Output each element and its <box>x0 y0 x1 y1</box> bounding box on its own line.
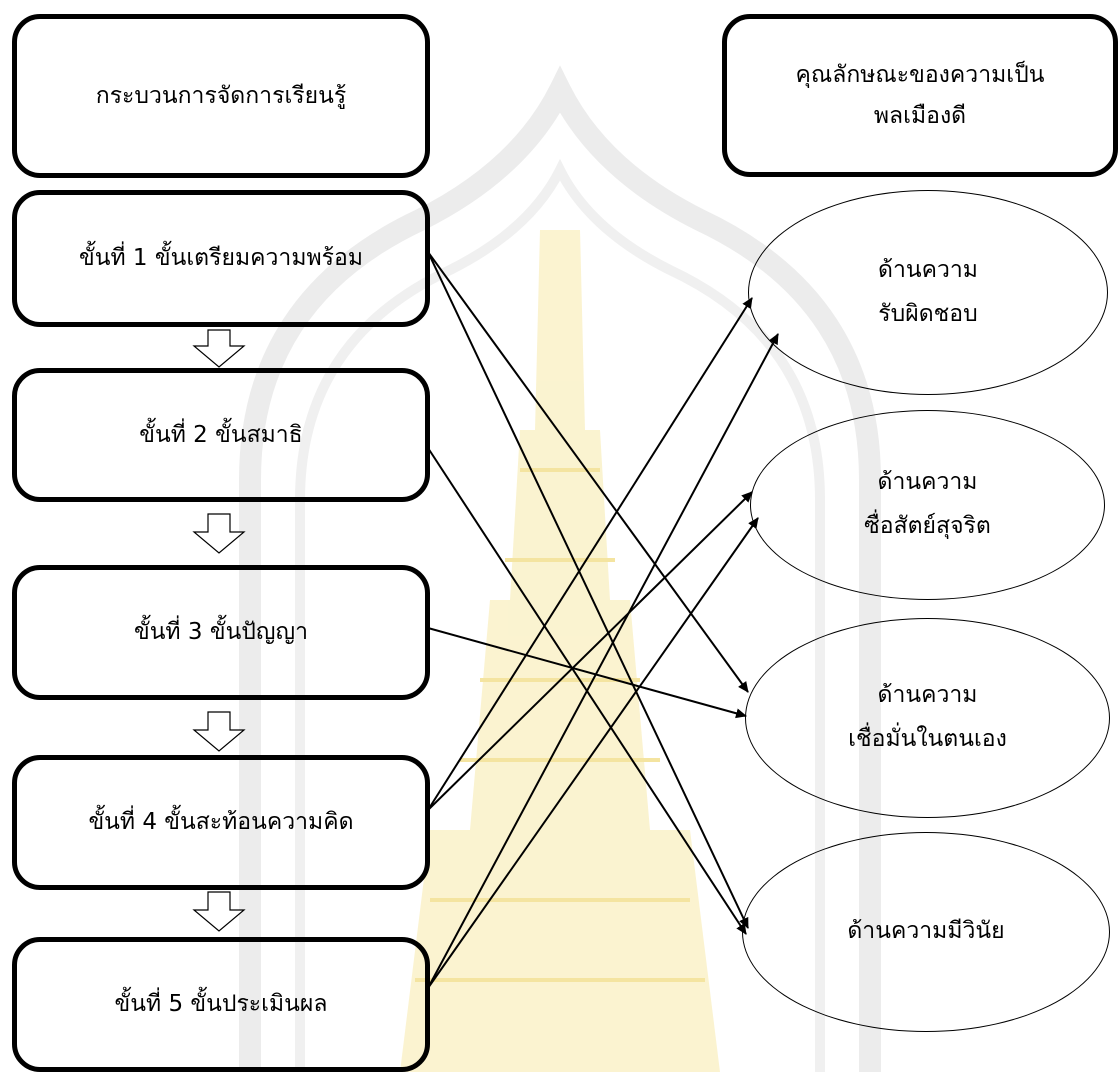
process-title: กระบวนการจัดการเรียนรู้ <box>95 82 347 109</box>
process-title-box: กระบวนการจัดการเรียนรู้ <box>12 14 430 178</box>
trait-2-line2: ซื่อสัตย์สุจริต <box>864 513 991 539</box>
step-box-1: ขั้นที่ 1 ขั้นเตรียมความพร้อม <box>12 190 430 327</box>
link-step5-responsibility <box>427 333 779 989</box>
trait-4-line1: ด้านความมีวินัย <box>847 918 1005 945</box>
traits-title-line2: พลเมืองดี <box>873 102 967 129</box>
down-arrow-1-2 <box>192 329 246 368</box>
link-step1-confidence <box>427 251 749 693</box>
down-arrow-3-4 <box>192 711 246 752</box>
step-label-2: ขั้นที่ 2 ขั้นสมาธิ <box>139 421 303 448</box>
traits-title-line1: คุณลักษณะของความเป็น <box>795 62 1045 89</box>
trait-2-line1: ด้านความ <box>877 469 978 496</box>
step-box-5: ขั้นที่ 5 ขั้นประเมินผล <box>12 937 430 1072</box>
step-box-4: ขั้นที่ 4 ขั้นสะท้อนความคิด <box>12 755 430 890</box>
trait-ellipse-discipline: ด้านความมีวินัย <box>742 832 1110 1032</box>
down-arrow-4-5 <box>192 891 246 932</box>
traits-title-box: คุณลักษณะของความเป็น พลเมืองดี <box>722 14 1118 177</box>
down-arrow-2-3 <box>192 513 246 554</box>
trait-ellipse-honesty: ด้านความ ซื่อสัตย์สุจริต <box>750 410 1105 600</box>
link-step5-honesty <box>427 517 759 989</box>
link-step4-responsibility <box>427 297 753 811</box>
trait-3-line1: ด้านความ <box>877 682 978 709</box>
step-label-1: ขั้นที่ 1 ขั้นเตรียมความพร้อม <box>79 245 363 272</box>
step-box-3: ขั้นที่ 3 ขั้นปัญญา <box>12 565 430 700</box>
link-step3-confidence <box>427 627 747 719</box>
link-step4-honesty <box>427 491 753 811</box>
step-box-2: ขั้นที่ 2 ขั้นสมาธิ <box>12 368 430 502</box>
trait-ellipse-responsibility: ด้านความ รับผิดชอบ <box>748 190 1108 395</box>
step-label-4: ขั้นที่ 4 ขั้นสะท้อนความคิด <box>88 809 354 836</box>
trait-ellipse-self-confidence: ด้านความ เชื่อมั่นในตนเอง <box>745 618 1110 818</box>
step-label-3: ขั้นที่ 3 ขั้นปัญญา <box>133 619 309 646</box>
trait-1-line1: ด้านความ <box>878 256 978 283</box>
trait-1-line2: รับผิดชอบ <box>878 300 978 327</box>
link-step1-discipline <box>427 251 749 929</box>
step-label-5: ขั้นที่ 5 ขั้นประเมินผล <box>114 991 328 1018</box>
trait-3-line2: เชื่อมั่นในตนเอง <box>848 726 1007 752</box>
